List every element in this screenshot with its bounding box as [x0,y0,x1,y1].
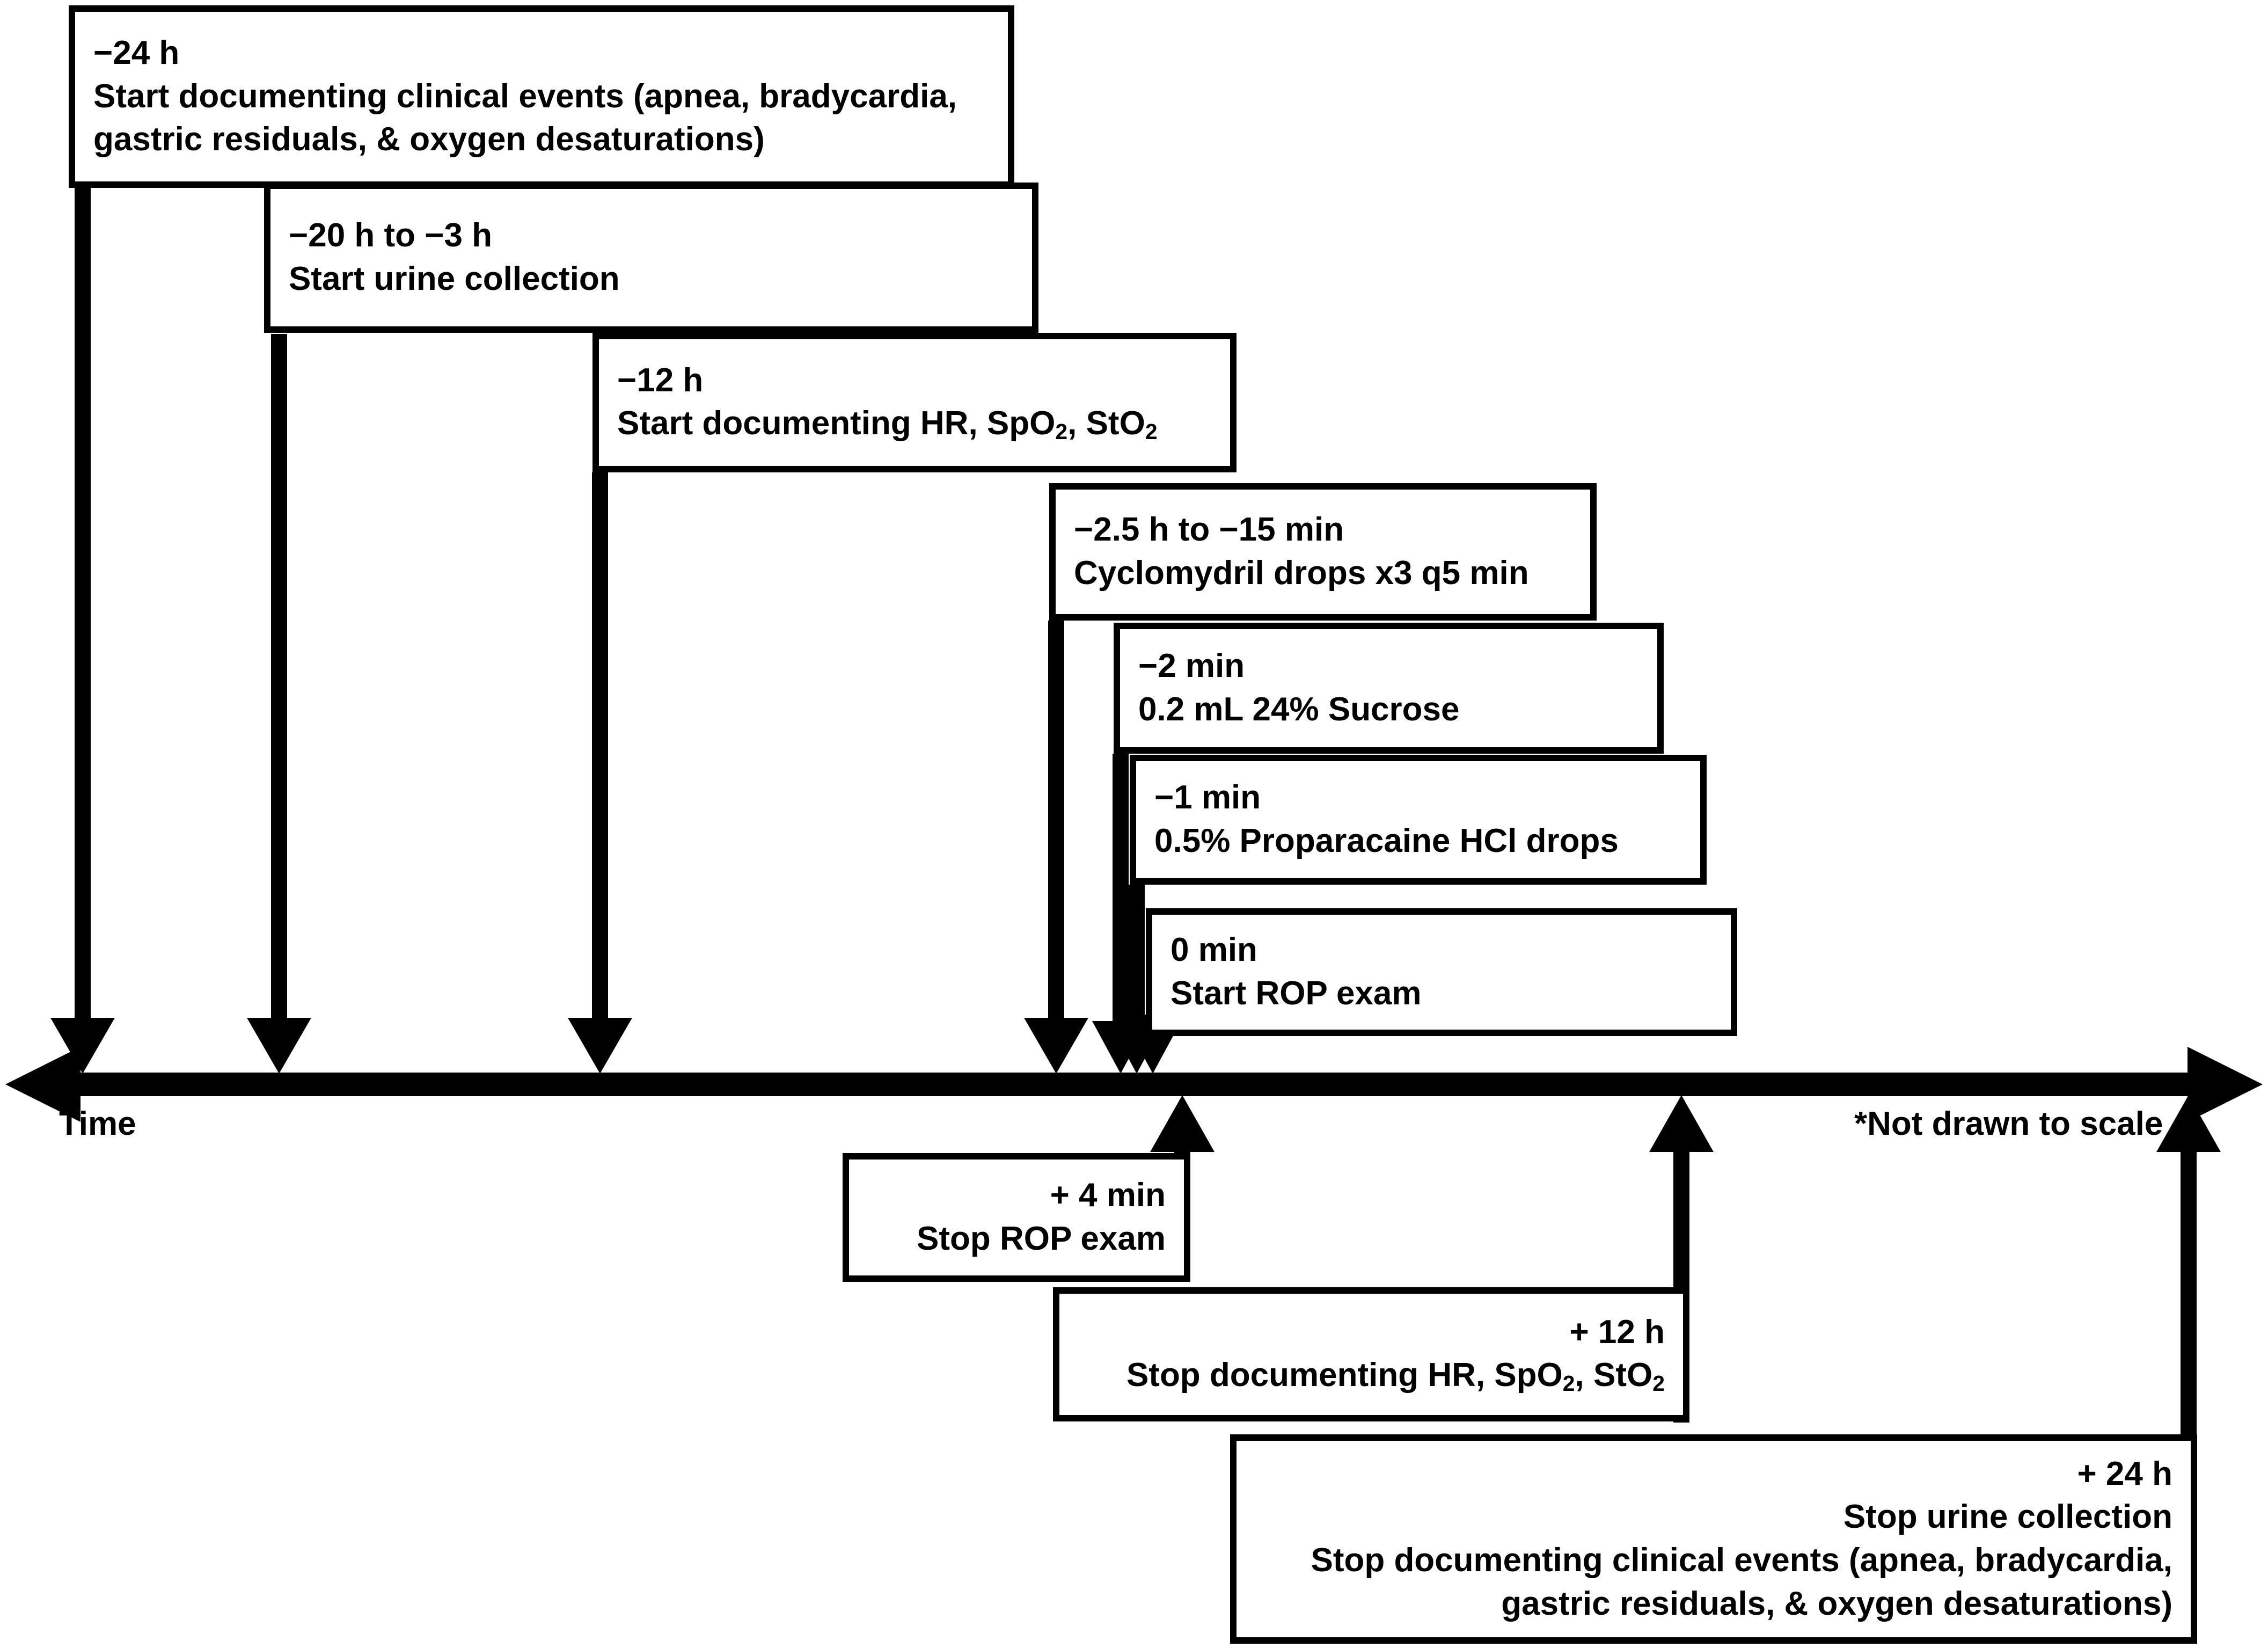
event-box-start-vitals[interactable]: −12 h Start documenting HR, SpO2, StO2 [592,333,1237,472]
connectors-above [50,187,1181,1074]
event-box-start-rop-exam[interactable]: 0 min Start ROP exam [1146,908,1737,1036]
event-text-line: Start documenting HR, SpO2, StO2 [617,405,1158,444]
axis-left-arrowhead [5,1047,81,1122]
event-text-line: Start ROP exam [1170,975,1422,1012]
event-box-start-clinical-events[interactable]: −24 h Start documenting clinical events … [69,5,1014,188]
time-axis-line [5,1047,2263,1122]
event-box-cyclomydril-drops[interactable]: −2.5 h to −15 min Cyclomydril drops x3 q… [1049,483,1597,621]
event-time-label: −2 min [1138,647,1245,685]
event-text-line: Stop documenting clinical events (apnea,… [1311,1542,2172,1579]
event-box-sucrose[interactable]: −2 min 0.2 mL 24% Sucrose [1114,623,1664,754]
event-time-label: −12 h [617,361,704,399]
event-box-stop-vitals[interactable]: + 12 h Stop documenting HR, SpO2, StO2 [1053,1287,1689,1421]
event-box-stop-urine-and-clinical-events[interactable]: + 24 h Stop urine collection Stop docume… [1230,1434,2197,1644]
event-time-label: + 12 h [1569,1313,1665,1351]
event-box-proparacaine[interactable]: −1 min 0.5% Proparacaine HCl drops [1130,755,1707,885]
event-time-label: −20 h to −3 h [289,217,493,254]
event-text-line: Start documenting clinical events (apnea… [93,77,957,115]
event-text-line: Stop documenting HR, SpO2, StO2 [1126,1357,1665,1396]
event-time-label: + 24 h [2077,1455,2173,1492]
event-time-label: −2.5 h to −15 min [1074,511,1344,549]
event-text-line: Cyclomydril drops x3 q5 min [1074,555,1529,592]
event-time-label: 0 min [1170,931,1257,969]
event-text-line: Start urine collection [289,260,620,297]
event-text-line: 0.5% Proparacaine HCl drops [1154,822,1619,859]
axis-scale-note: *Not drawn to scale [1854,1105,2163,1142]
event-time-label: −24 h [93,34,180,72]
event-time-label: −1 min [1154,779,1261,816]
event-box-start-urine-collection[interactable]: −20 h to −3 h Start urine collection [264,183,1038,333]
event-text-line: Stop urine collection [1843,1498,2172,1536]
event-text-line: gastric residuals, & oxygen desaturation… [1501,1585,2172,1622]
event-box-stop-rop-exam[interactable]: + 4 min Stop ROP exam [843,1153,1190,1282]
event-time-label: + 4 min [1050,1177,1166,1214]
event-text-line: Stop ROP exam [916,1220,1166,1257]
event-text-line: gastric residuals, & oxygen desaturation… [93,121,765,158]
axis-right-arrowhead [2187,1047,2263,1122]
event-text-line: 0.2 mL 24% Sucrose [1138,691,1460,728]
axis-time-label: Time [59,1105,136,1142]
